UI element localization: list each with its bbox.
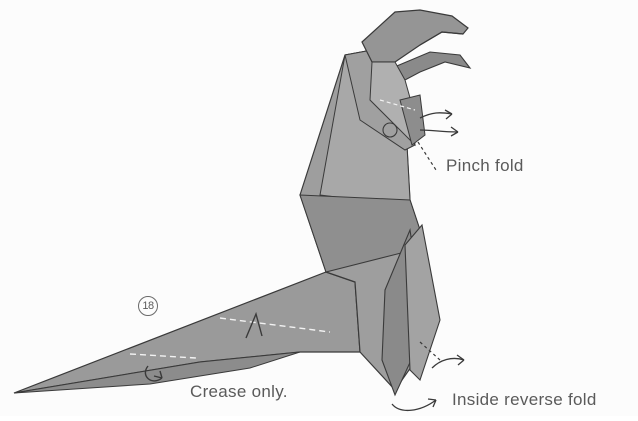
reverse-arrow-bottom: [392, 400, 436, 410]
inside-reverse-fold-label: Inside reverse fold: [452, 390, 597, 410]
pinch-arrow-lower: [420, 130, 458, 132]
pinch-arrow-upper-head: [445, 110, 452, 119]
step-number: 18: [138, 296, 158, 316]
reverse-arrow-right-head: [457, 355, 464, 365]
pinch-leader: [418, 142, 436, 170]
front-leg: [405, 225, 440, 380]
crease-only-label: Crease only.: [190, 382, 288, 402]
pinch-fold-label: Pinch fold: [446, 156, 524, 176]
